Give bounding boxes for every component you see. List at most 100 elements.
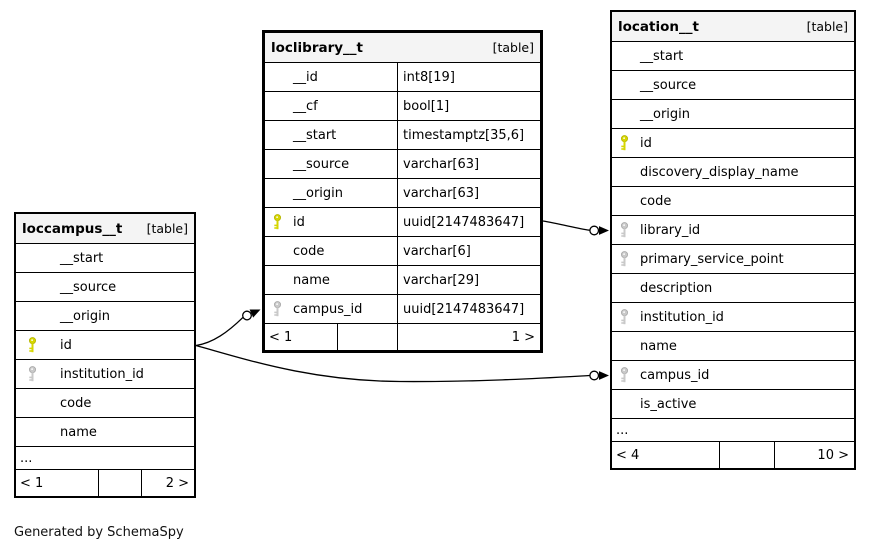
- key-icon-slot: [612, 309, 640, 325]
- column-type: uuid[2147483647]: [403, 214, 525, 230]
- column-name: __start: [640, 48, 684, 64]
- column-row-name: name varchar[29]: [265, 266, 540, 295]
- column-name: id: [60, 337, 72, 353]
- pager-next: 2 >: [165, 475, 189, 491]
- column-name: __origin: [60, 308, 111, 324]
- column-type: varchar[29]: [403, 272, 480, 288]
- table-type-badge: [table]: [492, 40, 534, 55]
- column-row-__source: __source: [612, 71, 854, 100]
- ellipsis-label: ...: [616, 422, 629, 438]
- generator-note: Generated by SchemaSpy: [14, 525, 184, 540]
- column-name-cell: code: [265, 237, 398, 265]
- foreign-key-icon: [621, 222, 628, 238]
- column-type: varchar[63]: [403, 185, 480, 201]
- key-icon-slot: [612, 367, 640, 383]
- column-row-__start: __start: [612, 42, 854, 71]
- key-icon-slot: [16, 366, 60, 382]
- column-row-code: code varchar[6]: [265, 237, 540, 266]
- column-row-id: id: [16, 331, 194, 360]
- table-header-loclibrary[interactable]: loclibrary__t [table]: [265, 33, 540, 63]
- column-name-cell: __id: [265, 63, 398, 91]
- table-name: loccampus__t: [22, 220, 123, 237]
- column-row-id: id uuid[2147483647]: [265, 208, 540, 237]
- column-name-cell: id: [265, 208, 398, 236]
- column-row-code: code: [612, 187, 854, 216]
- table-type-badge: [table]: [806, 19, 848, 34]
- pager-spacer: [338, 324, 398, 350]
- column-row-__id: __id int8[19]: [265, 63, 540, 92]
- column-name-cell: __start: [265, 121, 398, 149]
- foreign-key-icon: [29, 366, 36, 382]
- column-row-institution_id: institution_id: [16, 360, 194, 389]
- column-name: __source: [640, 77, 697, 93]
- key-icon-slot: [612, 135, 640, 151]
- column-name: code: [293, 243, 325, 259]
- column-name: name: [293, 272, 330, 288]
- column-name-cell: __source: [265, 150, 398, 178]
- key-icon-slot: [265, 214, 293, 230]
- foreign-key-icon: [621, 309, 628, 325]
- truncated-columns-row: ...: [16, 447, 194, 470]
- column-name: __cf: [293, 98, 318, 114]
- column-name: code: [640, 193, 672, 209]
- column-name: __origin: [640, 106, 691, 122]
- crow-foot-location-campus-id: [589, 370, 609, 381]
- column-name: campus_id: [640, 367, 710, 383]
- column-row-__origin: __origin varchar[63]: [265, 179, 540, 208]
- table-header-loccampus[interactable]: loccampus__t[table]: [16, 214, 194, 244]
- foreign-key-icon: [621, 367, 628, 383]
- key-icon-slot: [612, 251, 640, 267]
- key-icon-slot: [265, 301, 293, 317]
- entity-table-location: location__t [table] __start __source __origi…: [610, 10, 856, 470]
- column-name: __source: [60, 279, 117, 295]
- pager-spacer: [99, 470, 142, 496]
- pager-row: < 4 10 >: [612, 442, 854, 468]
- pager-prev: < 4: [612, 442, 720, 468]
- primary-key-icon: [621, 135, 628, 151]
- column-name: institution_id: [60, 366, 144, 382]
- column-row-campus_id: campus_id: [612, 361, 854, 390]
- column-name: __source: [293, 156, 350, 172]
- column-name: institution_id: [640, 309, 724, 325]
- column-name: __origin: [293, 185, 344, 201]
- column-name: discovery_display_name: [640, 164, 799, 180]
- column-row-institution_id: institution_id: [612, 303, 854, 332]
- column-name: __start: [293, 127, 337, 143]
- column-row-primary_service_point: primary_service_point: [612, 245, 854, 274]
- crow-foot-location-library-id: [589, 225, 609, 236]
- truncated-columns-row: ...: [612, 419, 854, 442]
- column-row-__start: __start: [16, 244, 194, 273]
- table-name: location__t: [618, 18, 699, 35]
- column-type: varchar[6]: [403, 243, 471, 259]
- key-icon-slot: [16, 337, 60, 353]
- column-row-id: id: [612, 129, 854, 158]
- pager-spacer: [720, 442, 775, 468]
- column-row-__source: __source: [16, 273, 194, 302]
- column-row-is_active: is_active: [612, 390, 854, 419]
- column-name: id: [293, 214, 305, 230]
- table-header-location[interactable]: location__t [table]: [612, 12, 854, 42]
- column-name: description: [640, 280, 713, 296]
- column-row-code: code: [16, 389, 194, 418]
- primary-key-icon: [274, 214, 281, 230]
- primary-key-icon: [29, 337, 36, 353]
- column-name: campus_id: [293, 301, 363, 317]
- column-name-cell: __cf: [265, 92, 398, 120]
- column-name-cell: __origin: [265, 179, 398, 207]
- column-row-library_id: library_id: [612, 216, 854, 245]
- foreign-key-icon: [621, 251, 628, 267]
- column-type: int8[19]: [403, 69, 455, 85]
- column-name: __id: [293, 69, 318, 85]
- column-row-discovery_display_name: discovery_display_name: [612, 158, 854, 187]
- column-name-cell: campus_id: [265, 295, 398, 323]
- column-name: name: [60, 424, 97, 440]
- column-name: code: [60, 395, 92, 411]
- table-name: loclibrary__t: [271, 39, 364, 56]
- pager-next: 10 >: [817, 447, 849, 463]
